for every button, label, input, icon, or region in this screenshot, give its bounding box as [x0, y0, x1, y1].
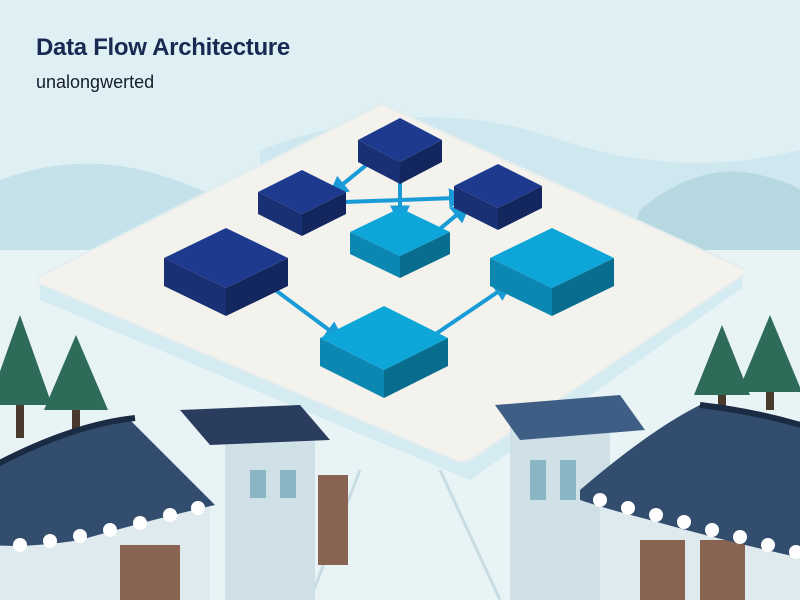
- node-left-face: [454, 186, 498, 230]
- tree: [0, 315, 52, 438]
- node-top-face: [490, 228, 614, 288]
- house-left: [0, 415, 215, 600]
- data-node-n3[interactable]: [454, 164, 542, 230]
- platform: [35, 102, 746, 600]
- node-left-face: [350, 232, 400, 278]
- data-node-n2[interactable]: [258, 170, 346, 236]
- node-right-face: [552, 258, 614, 316]
- building-window: [280, 470, 296, 498]
- node-top-face: [454, 164, 542, 208]
- building-mid-left: [180, 405, 348, 600]
- roof-tiles: [593, 493, 800, 559]
- trees: [0, 315, 800, 440]
- tree: [44, 335, 108, 440]
- node-right-face: [400, 140, 442, 184]
- data-node-n4[interactable]: [164, 228, 288, 316]
- building-door: [318, 475, 348, 565]
- building-roof: [495, 395, 645, 440]
- tree: [738, 315, 800, 410]
- node-left-face: [358, 140, 400, 184]
- node-left-face: [258, 192, 302, 236]
- flow-arrow: [266, 282, 345, 342]
- diagram-subtitle: unalongwerted: [36, 72, 155, 92]
- node-top-face: [164, 228, 288, 288]
- building-wall: [225, 430, 315, 600]
- node-left-face: [164, 258, 226, 316]
- platform-top: [35, 102, 746, 463]
- data-node-n7[interactable]: [320, 306, 448, 398]
- node-top-face: [350, 208, 450, 256]
- data-node-n6[interactable]: [490, 228, 614, 316]
- roof: [0, 420, 215, 546]
- building-roof: [180, 405, 330, 445]
- node-right-face: [498, 186, 542, 230]
- roof-ridge: [699, 402, 800, 429]
- building-wall: [510, 420, 610, 600]
- platform-underside: [40, 272, 742, 480]
- tree: [694, 325, 750, 413]
- diagram-nodes: [164, 118, 614, 398]
- house-window: [120, 545, 180, 600]
- building-window: [560, 460, 576, 500]
- node-left-face: [320, 338, 384, 398]
- node-left-face: [490, 258, 552, 316]
- roof-ridge: [0, 415, 136, 467]
- house-window: [640, 540, 685, 600]
- diagram-title: Data Flow Architecture: [36, 34, 290, 61]
- house-window: [700, 540, 745, 600]
- building-window: [250, 470, 266, 498]
- node-right-face: [226, 258, 288, 316]
- building-mid-right: [495, 395, 645, 600]
- node-top-face: [258, 170, 346, 214]
- building-window: [530, 460, 546, 500]
- data-node-n1[interactable]: [358, 118, 442, 184]
- node-right-face: [384, 338, 448, 398]
- house-right: [580, 402, 800, 600]
- roof-tiles: [13, 501, 205, 552]
- support-beam: [438, 469, 502, 600]
- node-top-face: [358, 118, 442, 162]
- node-right-face: [400, 232, 450, 278]
- flow-arrow: [426, 281, 514, 342]
- node-right-face: [302, 192, 346, 236]
- data-node-n5[interactable]: [350, 208, 450, 278]
- node-top-face: [320, 306, 448, 370]
- roof: [580, 405, 800, 558]
